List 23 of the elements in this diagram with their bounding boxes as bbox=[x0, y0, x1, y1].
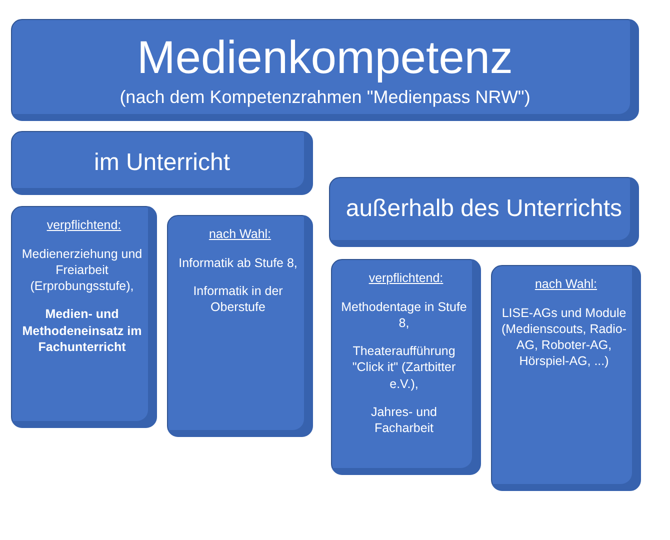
card-text: Methodentage in Stufe 8, bbox=[341, 298, 467, 332]
content-card bbox=[328, 256, 484, 478]
subtitle: (nach dem Kompetenzrahmen "Medienpass NRW") bbox=[120, 87, 530, 109]
content-card bbox=[164, 212, 316, 440]
card-text: Jahres- und Facharbeit bbox=[370, 404, 438, 436]
card-text: Medien- und Methodeneinsatz im Fachunterricht bbox=[21, 306, 143, 356]
card-heading: verpflichtend: bbox=[46, 218, 122, 234]
card-text: Theateraufführung "Click it" (Zartbitter e.V.), bbox=[351, 343, 457, 392]
card-heading: nach Wahl: bbox=[208, 227, 272, 243]
card-heading: nach Wahl: bbox=[534, 277, 598, 293]
category-heading: im Unterricht bbox=[94, 149, 230, 178]
content-card bbox=[8, 203, 160, 431]
title-banner bbox=[8, 16, 642, 124]
category-bar bbox=[326, 174, 642, 250]
content-card bbox=[488, 262, 644, 494]
title: Medienkompetenz bbox=[137, 33, 513, 82]
category-heading: außerhalb des Unterrichts bbox=[346, 195, 622, 224]
card-text: LISE-AGs und Module (Medienscouts, Radio-AG, Roboter-AG, Hörspiel-AG, ...) bbox=[501, 304, 627, 370]
card-text: Informatik ab Stufe 8, bbox=[178, 254, 298, 271]
card-text: Medienerziehung und Freiarbeit (Erprobungsstufe), bbox=[21, 246, 143, 294]
card-heading: verpflichtend: bbox=[368, 271, 444, 287]
card-text: Informatik in der Oberstufe bbox=[192, 282, 284, 316]
category-bar bbox=[8, 128, 316, 198]
